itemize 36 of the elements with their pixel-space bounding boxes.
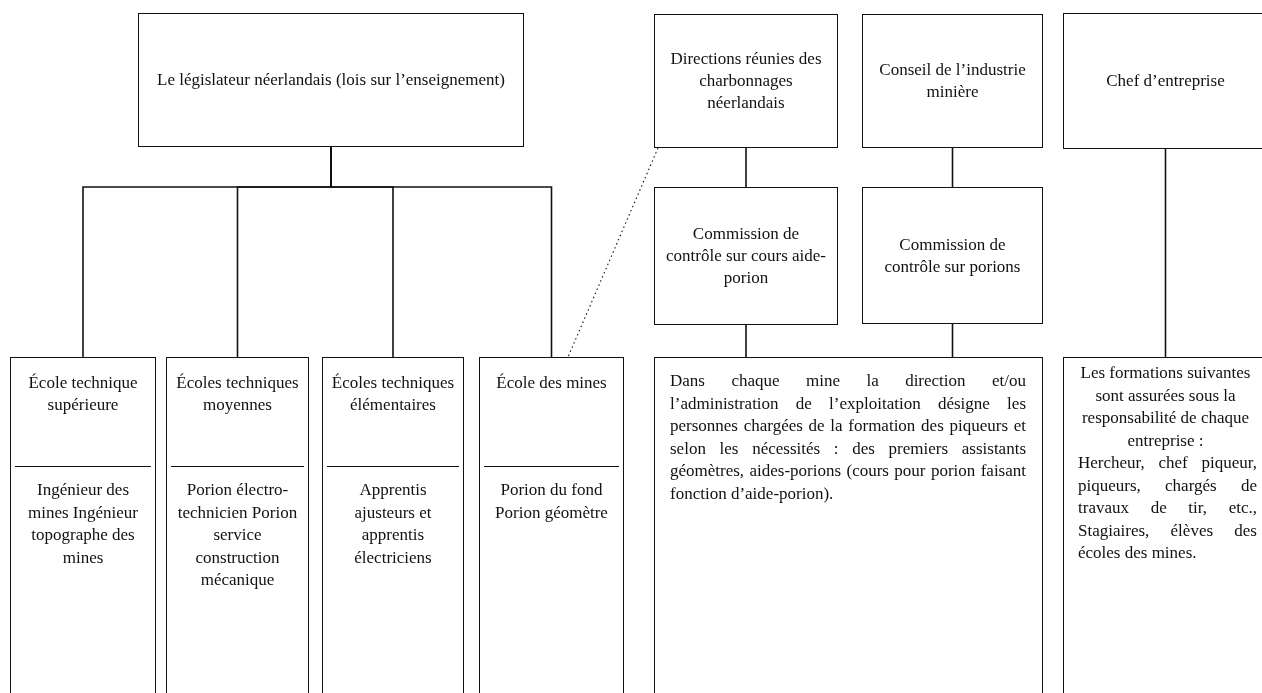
box-text: Commission de contrôle sur cours aide-porion: [665, 223, 827, 289]
org-box: [1063, 13, 1262, 149]
job-list: Porion électro-technicien Porion service construction mécanique: [167, 467, 308, 592]
box-paragraph: Dans chaque mine la direction et/ou l’administration de l’exploitation désigne les personnes chargées de la formation des piqueurs et selon les nécessités : des premiers assistants géomètres, aides-porions (cours pour porion faisant fonction d’aide-porion).: [669, 370, 1027, 505]
org-box: [1063, 357, 1262, 693]
org-box: [166, 357, 309, 693]
connector-line: [745, 147, 747, 188]
org-box: [654, 14, 838, 148]
box-intro: Les formations suivantes sont assurées sous la responsabilité de chaque entreprise :: [1079, 362, 1252, 452]
connector-line: [951, 147, 954, 188]
school-heading: École des mines: [495, 372, 608, 394]
connector-line: [745, 324, 747, 358]
job-list: Ingénieur des mines Ingénieur topographe des mines: [11, 467, 155, 569]
box-text: Directions réunies des charbonnages néerlandais: [669, 48, 823, 114]
org-box: [10, 357, 156, 693]
job-list: Apprentis ajusteurs et apprentis électriciens: [323, 467, 463, 569]
dotted-line: [567, 147, 659, 358]
box-text: Chef d’entreprise: [1105, 70, 1226, 92]
box-text: Commission de contrôle sur porions: [883, 233, 1022, 278]
job-list: Hercheur, chef piqueur, piqueurs, chargés de travaux de tir, etc., Stagiaires, élèves des écoles des mines.: [1064, 452, 1262, 565]
org-box: [862, 14, 1043, 148]
org-box: [138, 13, 524, 147]
connector-line: [330, 146, 553, 358]
org-box: [654, 187, 838, 325]
school-heading: Écoles techniques moyennes: [175, 372, 300, 416]
school-heading: Écoles techniques élémentaires: [330, 372, 456, 416]
org-box: [322, 357, 464, 693]
org-box: [862, 187, 1043, 324]
box-text: Conseil de l’industrie minière: [878, 59, 1027, 103]
org-box: [654, 357, 1043, 693]
school-heading: École technique supérieure: [27, 372, 139, 416]
org-box: [479, 357, 624, 693]
box-text: Le législateur néerlandais (lois sur l’enseignement): [156, 69, 506, 91]
connector-line: [951, 323, 954, 358]
job-list: Porion du fond Porion géomètre: [480, 467, 623, 524]
connector-line: [1164, 148, 1167, 358]
